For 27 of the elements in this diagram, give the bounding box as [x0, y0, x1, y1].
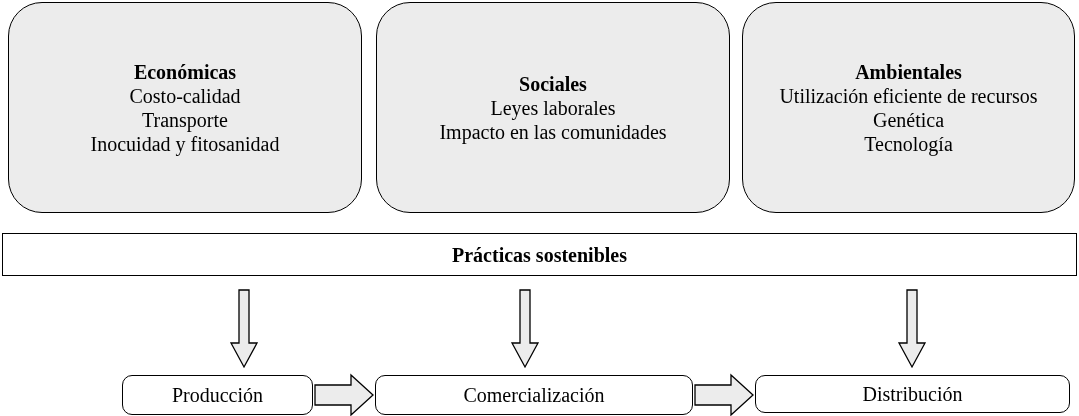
heading: Prácticas sostenibles	[452, 242, 627, 267]
item-text: Inocuidad y fitosanidad	[90, 132, 280, 156]
category-card	[742, 2, 1075, 213]
item-text: Transporte	[142, 107, 228, 132]
item-text: Leyes laborales	[490, 95, 616, 120]
block-arrow	[694, 373, 754, 416]
heading: Sociales	[519, 71, 587, 96]
heading: Ambientales	[855, 59, 962, 84]
category-card	[376, 2, 730, 213]
process-box	[122, 375, 313, 415]
item-text: Utilización eficiente de recursos	[779, 83, 1038, 108]
item-text: Tecnología	[864, 131, 953, 156]
heading: Económicas	[133, 59, 237, 84]
process-box	[375, 375, 693, 415]
item-text: Costo-calidad	[129, 83, 241, 108]
item-text: Comercialización	[463, 383, 605, 407]
block-arrow	[897, 289, 927, 369]
block-arrow	[314, 373, 374, 416]
item-text: Distribución	[862, 382, 963, 406]
process-box	[755, 375, 1070, 413]
item-text: Impacto en las comunidades	[439, 120, 667, 144]
block-arrow	[229, 289, 259, 369]
category-card	[8, 2, 362, 213]
block-arrow	[510, 289, 540, 369]
item-text: Producción	[171, 383, 264, 407]
item-text: Genética	[872, 107, 945, 132]
practice-band	[2, 233, 1077, 276]
